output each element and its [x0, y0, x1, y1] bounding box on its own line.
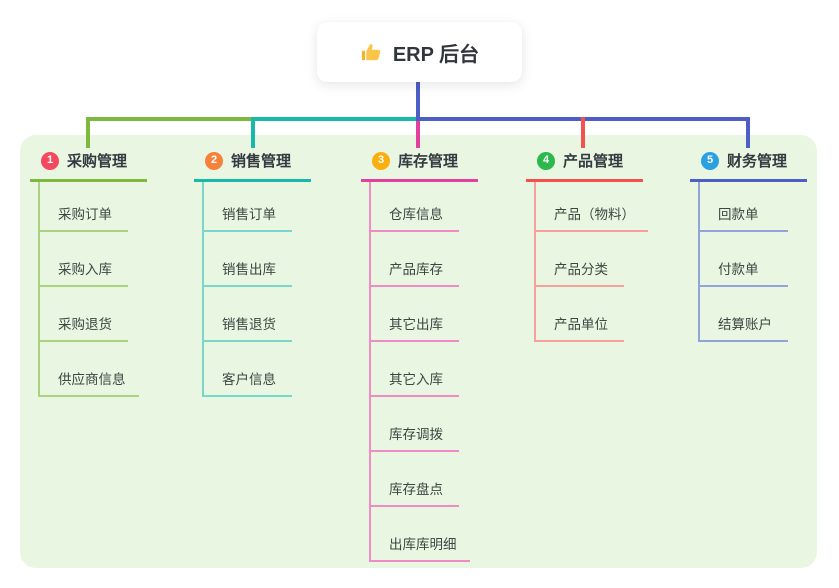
- node-other-inbound[interactable]: 其它入库: [371, 342, 459, 397]
- branch-label: 采购管理: [67, 153, 128, 170]
- node-label: 采购订单: [58, 207, 112, 222]
- branch-label: 财务管理: [727, 153, 788, 170]
- connector-horizontal-teal: [251, 117, 416, 121]
- badge-1: 1: [41, 151, 59, 170]
- branch-product: 4 产品管理 产品（物料） 产品分类 产品单位: [526, 150, 648, 342]
- node-product-category[interactable]: 产品分类: [536, 232, 624, 287]
- branch-finance-title[interactable]: 5 财务管理: [690, 150, 807, 182]
- node-label: 回款单: [718, 207, 759, 222]
- node-label: 出库库明细: [389, 537, 457, 552]
- branch-sales-title[interactable]: 2 销售管理: [194, 150, 311, 182]
- thumbs-up-icon: [361, 43, 381, 60]
- node-customer-info[interactable]: 客户信息: [204, 342, 292, 397]
- node-label: 结算账户: [718, 317, 772, 332]
- node-label: 供应商信息: [58, 372, 126, 387]
- node-label: 其它入库: [389, 372, 443, 387]
- connector-drop-purchase: [86, 117, 90, 148]
- node-label: 其它出库: [389, 317, 443, 332]
- node-label: 仓库信息: [389, 207, 443, 222]
- root-node[interactable]: ERP 后台: [317, 22, 522, 82]
- node-label: 产品单位: [554, 317, 608, 332]
- branch-label: 销售管理: [231, 153, 292, 170]
- badge-4: 4: [537, 151, 555, 170]
- node-other-outbound[interactable]: 其它出库: [371, 287, 459, 342]
- node-label: 销售订单: [222, 207, 276, 222]
- node-purchase-order[interactable]: 采购订单: [40, 182, 128, 232]
- branch-inventory-children: 仓库信息 产品库存 其它出库 其它入库 库存调拨 库存盘点 出库库明细: [369, 182, 470, 562]
- branch-finance: 5 财务管理 回款单 付款单 结算账户: [690, 150, 807, 342]
- branch-sales-children: 销售订单 销售出库 销售退货 客户信息: [202, 182, 292, 397]
- node-receipt-bill[interactable]: 回款单: [700, 182, 788, 232]
- branch-purchase-title[interactable]: 1 采购管理: [30, 150, 147, 182]
- node-payment-bill[interactable]: 付款单: [700, 232, 788, 287]
- connector-drop-product: [581, 117, 585, 148]
- branch-inventory-title[interactable]: 3 库存管理: [361, 150, 478, 182]
- node-stock-count[interactable]: 库存盘点: [371, 452, 459, 507]
- root-label: ERP 后台: [392, 43, 480, 66]
- node-label: 库存盘点: [389, 482, 443, 497]
- node-stock-transfer[interactable]: 库存调拨: [371, 397, 459, 452]
- branch-purchase: 1 采购管理 采购订单 采购入库 采购退货 供应商信息: [30, 150, 147, 397]
- node-label: 采购入库: [58, 262, 112, 277]
- node-purchase-inbound[interactable]: 采购入库: [40, 232, 128, 287]
- branch-label: 产品管理: [563, 153, 624, 170]
- node-purchase-return[interactable]: 采购退货: [40, 287, 128, 342]
- node-label: 销售退货: [222, 317, 276, 332]
- badge-5: 5: [701, 151, 719, 170]
- node-supplier-info[interactable]: 供应商信息: [40, 342, 139, 397]
- node-sales-outbound[interactable]: 销售出库: [204, 232, 292, 287]
- branch-product-title[interactable]: 4 产品管理: [526, 150, 643, 182]
- branches-background-panel: [20, 135, 817, 568]
- node-sales-order[interactable]: 销售订单: [204, 182, 292, 232]
- branch-label: 库存管理: [398, 153, 459, 170]
- node-label: 产品分类: [554, 262, 608, 277]
- connector-drop-sales: [251, 117, 255, 148]
- connector-root-stem: [416, 82, 420, 119]
- node-sales-return[interactable]: 销售退货: [204, 287, 292, 342]
- branch-sales: 2 销售管理 销售订单 销售出库 销售退货 客户信息: [194, 150, 311, 397]
- connector-drop-finance: [746, 117, 750, 148]
- branch-inventory: 3 库存管理 仓库信息 产品库存 其它出库 其它入库 库存调拨 库存盘点 出库库…: [361, 150, 478, 562]
- connector-horizontal-green: [86, 117, 254, 121]
- node-label: 采购退货: [58, 317, 112, 332]
- node-product-stock[interactable]: 产品库存: [371, 232, 459, 287]
- badge-3: 3: [372, 151, 390, 170]
- node-product-unit[interactable]: 产品单位: [536, 287, 624, 342]
- node-settlement-account[interactable]: 结算账户: [700, 287, 788, 342]
- node-warehouse-info[interactable]: 仓库信息: [371, 182, 459, 232]
- branch-finance-children: 回款单 付款单 结算账户: [698, 182, 788, 342]
- branch-product-children: 产品（物料） 产品分类 产品单位: [534, 182, 648, 342]
- node-label: 客户信息: [222, 372, 276, 387]
- node-label: 产品（物料）: [554, 207, 635, 222]
- node-label: 库存调拨: [389, 427, 443, 442]
- node-label: 付款单: [718, 262, 759, 277]
- node-label: 销售出库: [222, 262, 276, 277]
- branch-purchase-children: 采购订单 采购入库 采购退货 供应商信息: [38, 182, 139, 397]
- node-outbound-detail[interactable]: 出库库明细: [371, 507, 470, 562]
- connector-drop-inventory: [416, 121, 420, 148]
- node-label: 产品库存: [389, 262, 443, 277]
- node-product-material[interactable]: 产品（物料）: [536, 182, 648, 232]
- badge-2: 2: [205, 151, 223, 170]
